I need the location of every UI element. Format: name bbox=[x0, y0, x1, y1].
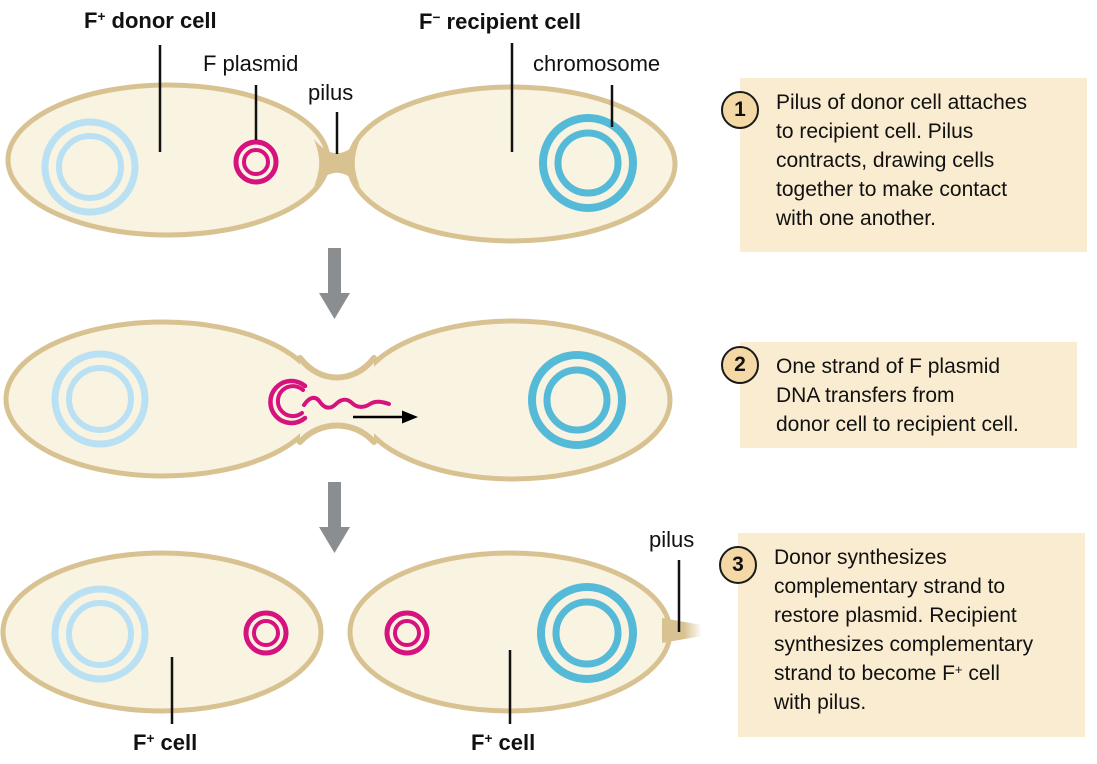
row2-donor-chromosome bbox=[51, 350, 149, 448]
recipient-cell-label: F− recipient cell bbox=[419, 9, 582, 34]
donor-cell-label: F+ donor cell bbox=[84, 8, 217, 33]
step-2-box: 2 One strand of F plasmid DNA transfers … bbox=[721, 342, 1077, 448]
row3-left-chromosome bbox=[51, 585, 149, 683]
transfer-direction-arrow-icon bbox=[353, 410, 418, 424]
f-plasmid-label: F plasmid bbox=[203, 51, 299, 76]
step-3-box: 3 Donor synthesizes complementary strand… bbox=[719, 533, 1085, 737]
down-arrow-icon bbox=[319, 248, 350, 319]
row3-right-plasmid bbox=[384, 610, 430, 656]
row1-donor-chromosome bbox=[41, 118, 139, 216]
row1-donor-cell bbox=[5, 82, 331, 238]
row3-right-cell bbox=[347, 550, 702, 714]
step-3-badge: 3 bbox=[719, 546, 757, 584]
down-arrow-icon bbox=[319, 482, 350, 553]
row2-mating-bridge bbox=[297, 355, 377, 445]
new-pilus-stub bbox=[662, 618, 702, 643]
transferring-plasmid-strand bbox=[268, 378, 391, 426]
f-plus-cell-left-label: F+ cell bbox=[133, 730, 198, 755]
pilus-bottom-label: pilus bbox=[649, 527, 695, 552]
step-1-text: Pilus of donor cell attaches to recipien… bbox=[776, 91, 1027, 230]
row1-recipient-chromosome bbox=[539, 114, 637, 212]
row3-right-chromosome bbox=[537, 583, 637, 683]
step-1-badge: 1 bbox=[721, 91, 759, 129]
f-plus-cell-right-label: F+ cell bbox=[471, 730, 536, 755]
row1-f-plasmid bbox=[233, 139, 279, 185]
row1-pilus-junction bbox=[314, 139, 360, 187]
row3-left-cell bbox=[0, 550, 324, 714]
step-1-box: 1 Pilus of donor cell attaches to recipi… bbox=[721, 78, 1087, 252]
row2-recipient-chromosome bbox=[528, 351, 626, 449]
row3-left-plasmid bbox=[243, 610, 289, 656]
step-3-text: Donor synthesizes complementary strand t… bbox=[774, 546, 1034, 714]
chromosome-label: chromosome bbox=[533, 51, 661, 76]
step-2-text: One strand of F plasmid DNA transfers fr… bbox=[776, 355, 1019, 436]
pilus-top-label: pilus bbox=[308, 80, 354, 105]
step-2-badge: 2 bbox=[721, 346, 759, 384]
